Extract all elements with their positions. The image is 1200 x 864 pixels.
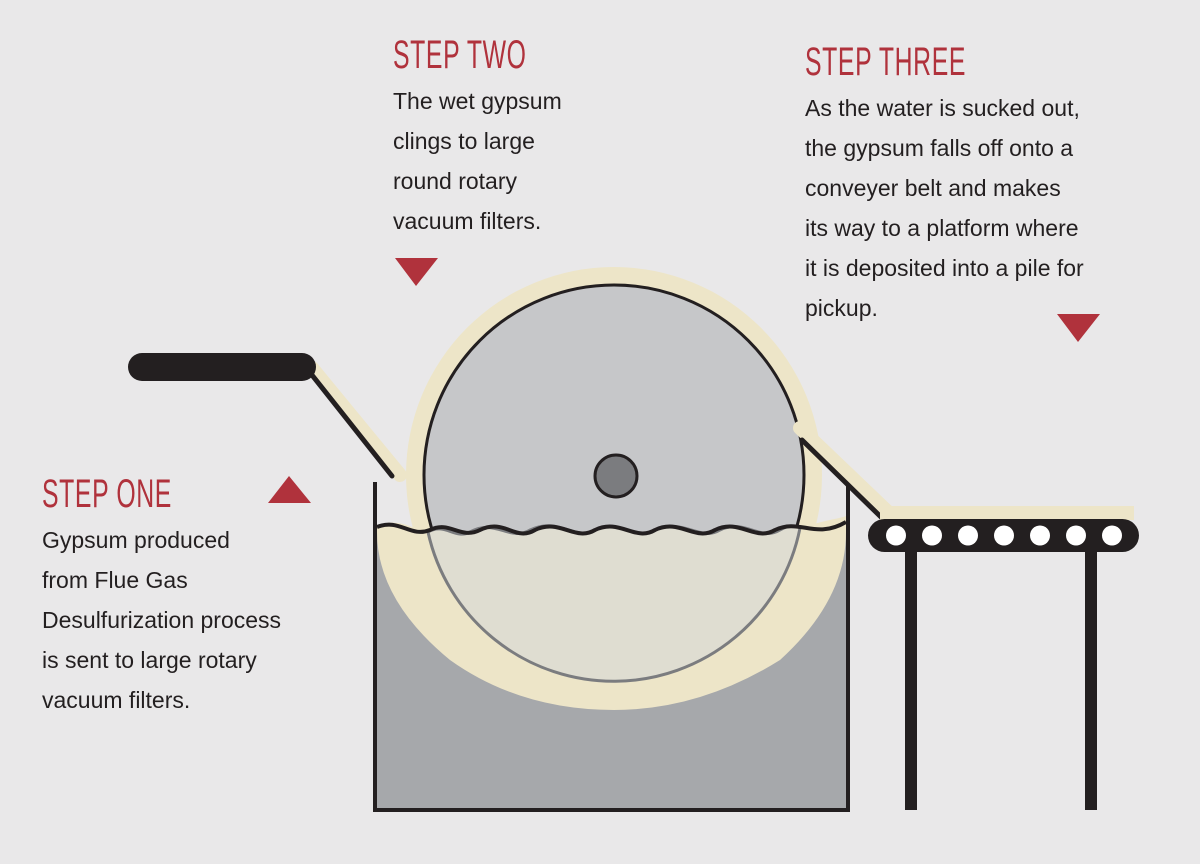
conveyor-roller xyxy=(922,525,942,546)
conveyor-roller xyxy=(1066,525,1086,546)
step-three-arrow-down xyxy=(1057,314,1100,342)
step-two-line: vacuum filters. xyxy=(393,208,542,234)
step-one-line: is sent to large rotary xyxy=(42,647,257,673)
step-two-line: round rotary xyxy=(393,168,518,194)
feed-chute-gypsum xyxy=(305,361,407,482)
step-three-title: STEP THREE xyxy=(805,40,967,84)
step-one-line: Desulfurization process xyxy=(42,607,282,633)
feed-chute-rail xyxy=(305,367,395,479)
step-three-line: As the water is sucked out, xyxy=(805,95,1080,121)
step-two-line: The wet gypsum xyxy=(393,88,562,114)
conveyor-roller xyxy=(1030,525,1050,546)
step-two-line: clings to large xyxy=(393,128,535,154)
discharge-chute-rail xyxy=(799,437,885,521)
conveyor-roller xyxy=(1102,525,1122,546)
step-two-text: The wet gypsum clings to large round rot… xyxy=(393,81,608,241)
step-one-title: STEP ONE xyxy=(42,472,172,516)
step-three-line: conveyer belt and makes xyxy=(805,175,1061,201)
step-one-text: Gypsum produced from Flue Gas Desulfuriz… xyxy=(42,520,281,720)
step-one-arrow-up xyxy=(268,476,311,503)
step-two-arrow-down xyxy=(395,258,438,286)
conveyor-gypsum xyxy=(880,506,1134,520)
step-three-line: its way to a platform where xyxy=(805,215,1079,241)
discharge-chute-gypsum xyxy=(793,421,897,521)
conveyor-leg-left xyxy=(905,540,917,810)
step-one: STEP ONE Gypsum produced from Flue Gas D… xyxy=(42,474,281,720)
step-one-line: Gypsum produced xyxy=(42,527,230,553)
conveyor-leg-right xyxy=(1085,540,1097,810)
tank-outline xyxy=(373,482,850,812)
step-three: STEP THREE As the water is sucked out, t… xyxy=(805,42,1084,328)
step-three-line: the gypsum falls off onto a xyxy=(805,135,1074,161)
step-three-text: As the water is sucked out, the gypsum f… xyxy=(805,88,1084,328)
slurry-surface xyxy=(376,520,848,536)
step-two-title: STEP TWO xyxy=(393,33,527,77)
step-three-line: it is deposited into a pile for xyxy=(805,255,1084,281)
drum-hub xyxy=(593,453,639,499)
step-one-line: vacuum filters. xyxy=(42,687,191,713)
step-three-line: pickup. xyxy=(805,295,878,321)
conveyor-rollers xyxy=(886,525,1122,546)
feed-pipe xyxy=(128,353,316,381)
conveyor-roller xyxy=(958,525,978,546)
conveyor-roller xyxy=(886,525,906,546)
step-two: STEP TWO The wet gypsum clings to large … xyxy=(393,35,608,241)
step-one-line: from Flue Gas xyxy=(42,567,188,593)
conveyor-roller xyxy=(994,525,1014,546)
